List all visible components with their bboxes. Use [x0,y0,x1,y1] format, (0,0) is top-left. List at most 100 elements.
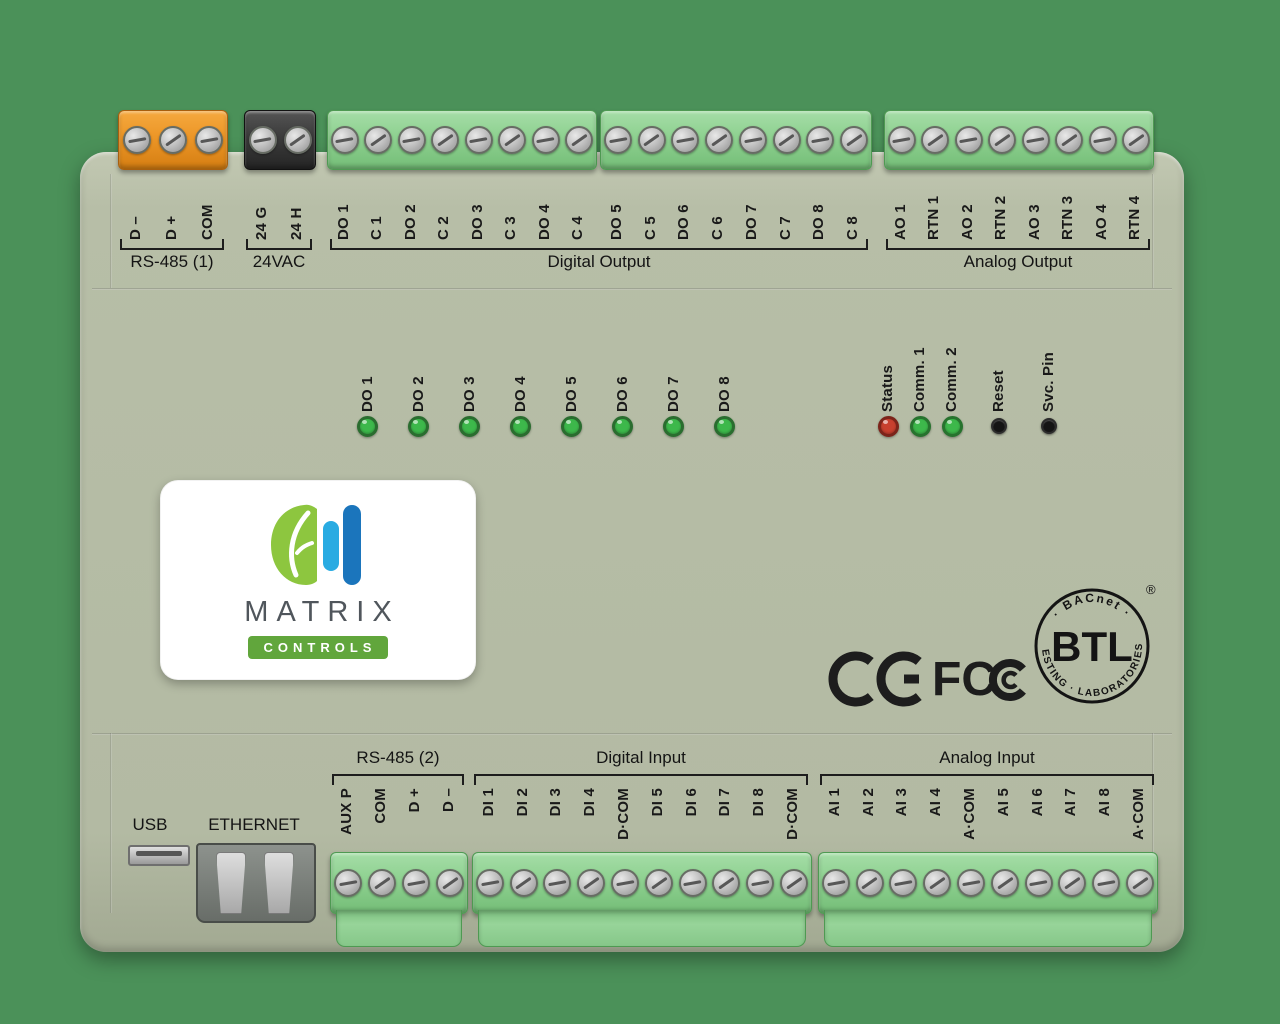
ethernet-pin [216,852,246,914]
terminal-position [362,126,396,154]
svg-text:· BACnet ·: · BACnet · [1049,591,1134,621]
label-cell: RTN 4 [1119,174,1153,242]
terminal-label: DO 4 [511,376,529,412]
terminal-label: DI 4 [581,788,599,817]
label-cell: AO 1 [884,174,918,242]
label-cell: AI 7 [1055,786,1089,850]
screw-terminal [543,869,572,897]
terminal-position [635,126,669,154]
ce-mark [828,651,922,707]
group-bracket [332,774,464,785]
screw-terminal [431,126,460,154]
screw-terminal [1088,126,1117,154]
label-cell: AO 2 [951,174,985,242]
label-cell: DO 7 [648,352,699,414]
caption-rs485-2: RS-485 (2) [356,748,440,767]
screw-terminal [334,869,362,897]
screw-terminal [1055,126,1084,154]
label-cell: DI 8 [742,786,776,850]
caption-digital-input: Digital Input [596,748,686,767]
terminal-label: D·COM [784,788,802,840]
label-cell: Status [872,350,904,414]
corner-seam [110,174,112,288]
terminal-label: DI 8 [750,788,768,817]
terminal-position [676,869,710,897]
btl-ring-top: · BACnet · [1049,591,1132,621]
terminal-block-digital-input [472,852,812,914]
ethernet-port [196,843,316,923]
screw-terminal [475,869,504,897]
terminal-position [245,126,280,154]
terminal-label: A·COM [1130,788,1148,840]
connector-base [478,910,806,947]
terminal-label: 24 H [287,207,305,241]
label-cell: Svc. Pin [1026,350,1072,414]
label-cell: DO 6 [597,352,648,414]
terminal-position [473,869,507,897]
led-comm-2 [941,415,963,437]
screw-terminal [840,126,869,154]
terminal-label: DI 1 [479,788,497,817]
terminal-block-digital-output-a [327,110,597,170]
terminal-block-24vac [244,110,316,170]
terminal-label: Reset [990,370,1007,412]
terminal-position [191,126,227,154]
terminal-position [919,126,953,154]
caption-digital-output: Digital Output [547,252,651,271]
corner-seam [1152,174,1154,288]
screw-terminal [1126,869,1155,897]
group-bracket [246,239,312,250]
terminal-position [1019,126,1053,154]
indicator-cell [393,415,444,437]
terminal-label: C 4 [569,216,587,240]
screw-terminal [603,126,632,154]
terminal-label: DO 6 [675,204,693,240]
ethernet-label: ETHERNET [208,815,300,834]
terminal-label: DO 4 [535,204,553,240]
reset-button [991,418,1007,434]
label-cell: C 7 [769,174,803,242]
terminal-position [1053,126,1087,154]
screw-terminal [1092,869,1121,897]
label-cell: Reset [976,350,1022,414]
indicator-cell [1026,416,1072,436]
screw-terminal [637,126,666,154]
terminal-label: AI 6 [1028,788,1046,817]
label-cell: D·COM [607,786,641,850]
terminal-position [1089,869,1123,897]
terminal-position [608,869,642,897]
terminal-position [853,869,887,897]
btl-mark: · BACnet · TESTING · LABORATORIES BTL ® [1022,576,1156,704]
matrix-logo-mark [271,504,361,585]
label-cell: COM [364,786,398,850]
terminal-label: Comm. 2 [943,347,960,412]
label-cell: RTN 2 [985,174,1019,242]
terminal-label: AO 2 [958,204,976,240]
terminal-label: C 8 [844,216,862,240]
label-cell: DO 5 [600,174,634,242]
brand-sub: CONTROLS [247,636,389,659]
screw-terminal [368,869,396,897]
label-cell: Comm. 1 [904,347,936,414]
screw-terminal [738,126,767,154]
indicator-cell [976,416,1022,436]
screw-terminal [1122,126,1151,154]
screw-terminal [889,869,918,897]
indicator-cell [597,415,648,437]
terminal-position [736,126,770,154]
led-do-6 [612,415,633,437]
screw-terminal [248,126,277,154]
terminal-position [429,126,463,154]
screw-terminal [705,126,734,154]
terminal-label: AO 3 [1025,204,1043,240]
terminal-position [1120,126,1154,154]
indicator-cell [904,415,936,437]
terminal-position [952,126,986,154]
led-comm-1 [909,415,931,437]
terminal-label: DI 6 [682,788,700,817]
